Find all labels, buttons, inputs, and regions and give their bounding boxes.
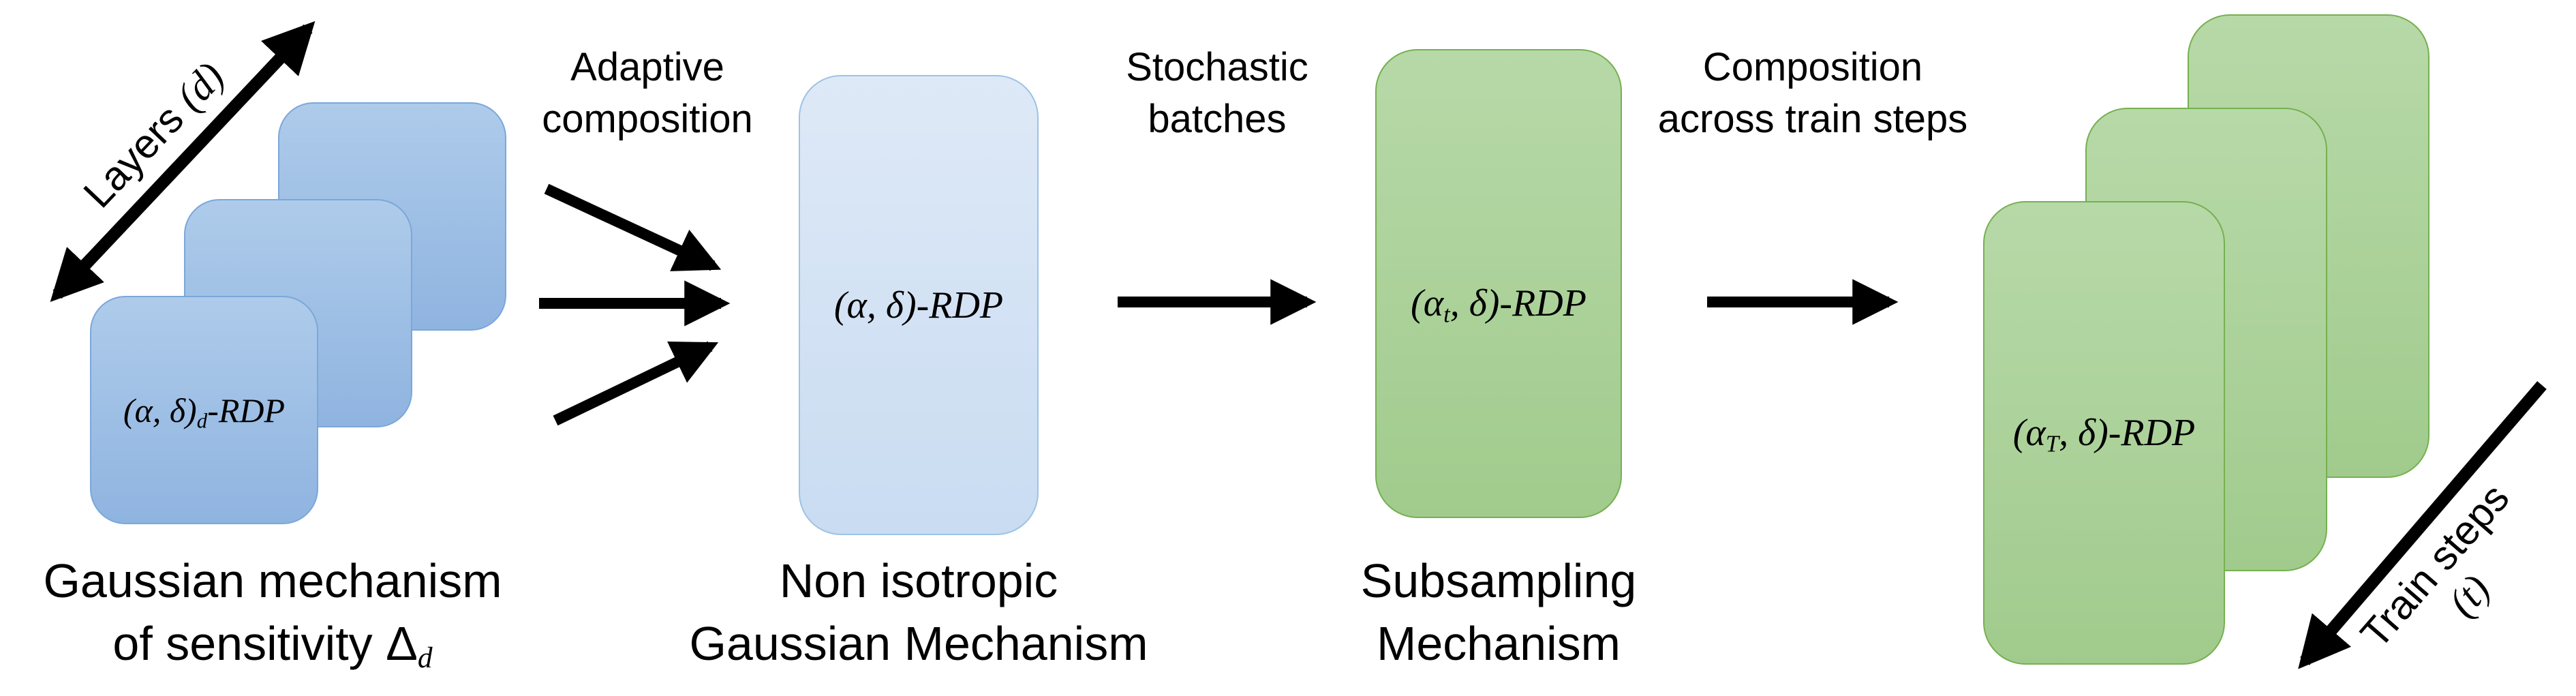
adaptive-arrow-top: [544, 183, 722, 271]
adaptive-composition-line2: composition: [542, 97, 753, 141]
stochastic-batches-label: Stochastic batches: [1126, 42, 1308, 145]
composed-rdp-badge: (αT, δ)-RDP: [2012, 412, 2196, 457]
subsampling-caption-line2: Mechanism: [1377, 617, 1621, 670]
subsampling-rdp-badge: (αt, δ)-RDP: [1411, 282, 1586, 328]
train-step-card-front: (αT, δ)-RDP: [1983, 201, 2225, 665]
composition-across-train-steps-label: Composition across train steps: [1658, 42, 1968, 145]
layers-axis-arrow: [50, 21, 316, 302]
gaussian-layer-card-front: (α, δ)d-RDP: [90, 296, 318, 524]
gaussian-rdp-badge: (α, δ)d-RDP: [123, 391, 286, 433]
adaptive-arrow-bottom: [553, 341, 719, 426]
adaptive-composition-label: Adaptive composition: [542, 42, 752, 145]
subsampling-card: (αt, δ)-RDP: [1375, 49, 1622, 518]
non-isotropic-caption-line2: Gaussian Mechanism: [689, 617, 1148, 670]
train-steps-axis-arrow: [2298, 381, 2547, 669]
gaussian-caption-line1: Gaussian mechanism: [43, 554, 502, 607]
stochastic-batches-line2: batches: [1148, 97, 1287, 141]
subsampling-caption-line1: Subsampling: [1360, 554, 1637, 607]
composition-label-line1: Composition: [1702, 45, 1923, 89]
adaptive-composition-line1: Adaptive: [570, 45, 724, 89]
delta-symbol: Δ: [386, 617, 418, 670]
gaussian-caption: Gaussian mechanism of sensitivity Δd: [43, 549, 502, 675]
subsampling-caption: Subsampling Mechanism: [1361, 549, 1637, 675]
composition-label-line2: across train steps: [1657, 97, 1968, 141]
gaussian-caption-line2: of sensitivity Δd: [112, 617, 433, 674]
non-isotropic-card: (α, δ)-RDP: [799, 75, 1039, 535]
stochastic-batches-line1: Stochastic: [1126, 45, 1308, 89]
non-isotropic-caption-line1: Non isotropic: [779, 554, 1058, 607]
non-isotropic-rdp-badge: (α, δ)-RDP: [833, 284, 1004, 327]
non-isotropic-caption: Non isotropic Gaussian Mechanism: [689, 549, 1148, 675]
